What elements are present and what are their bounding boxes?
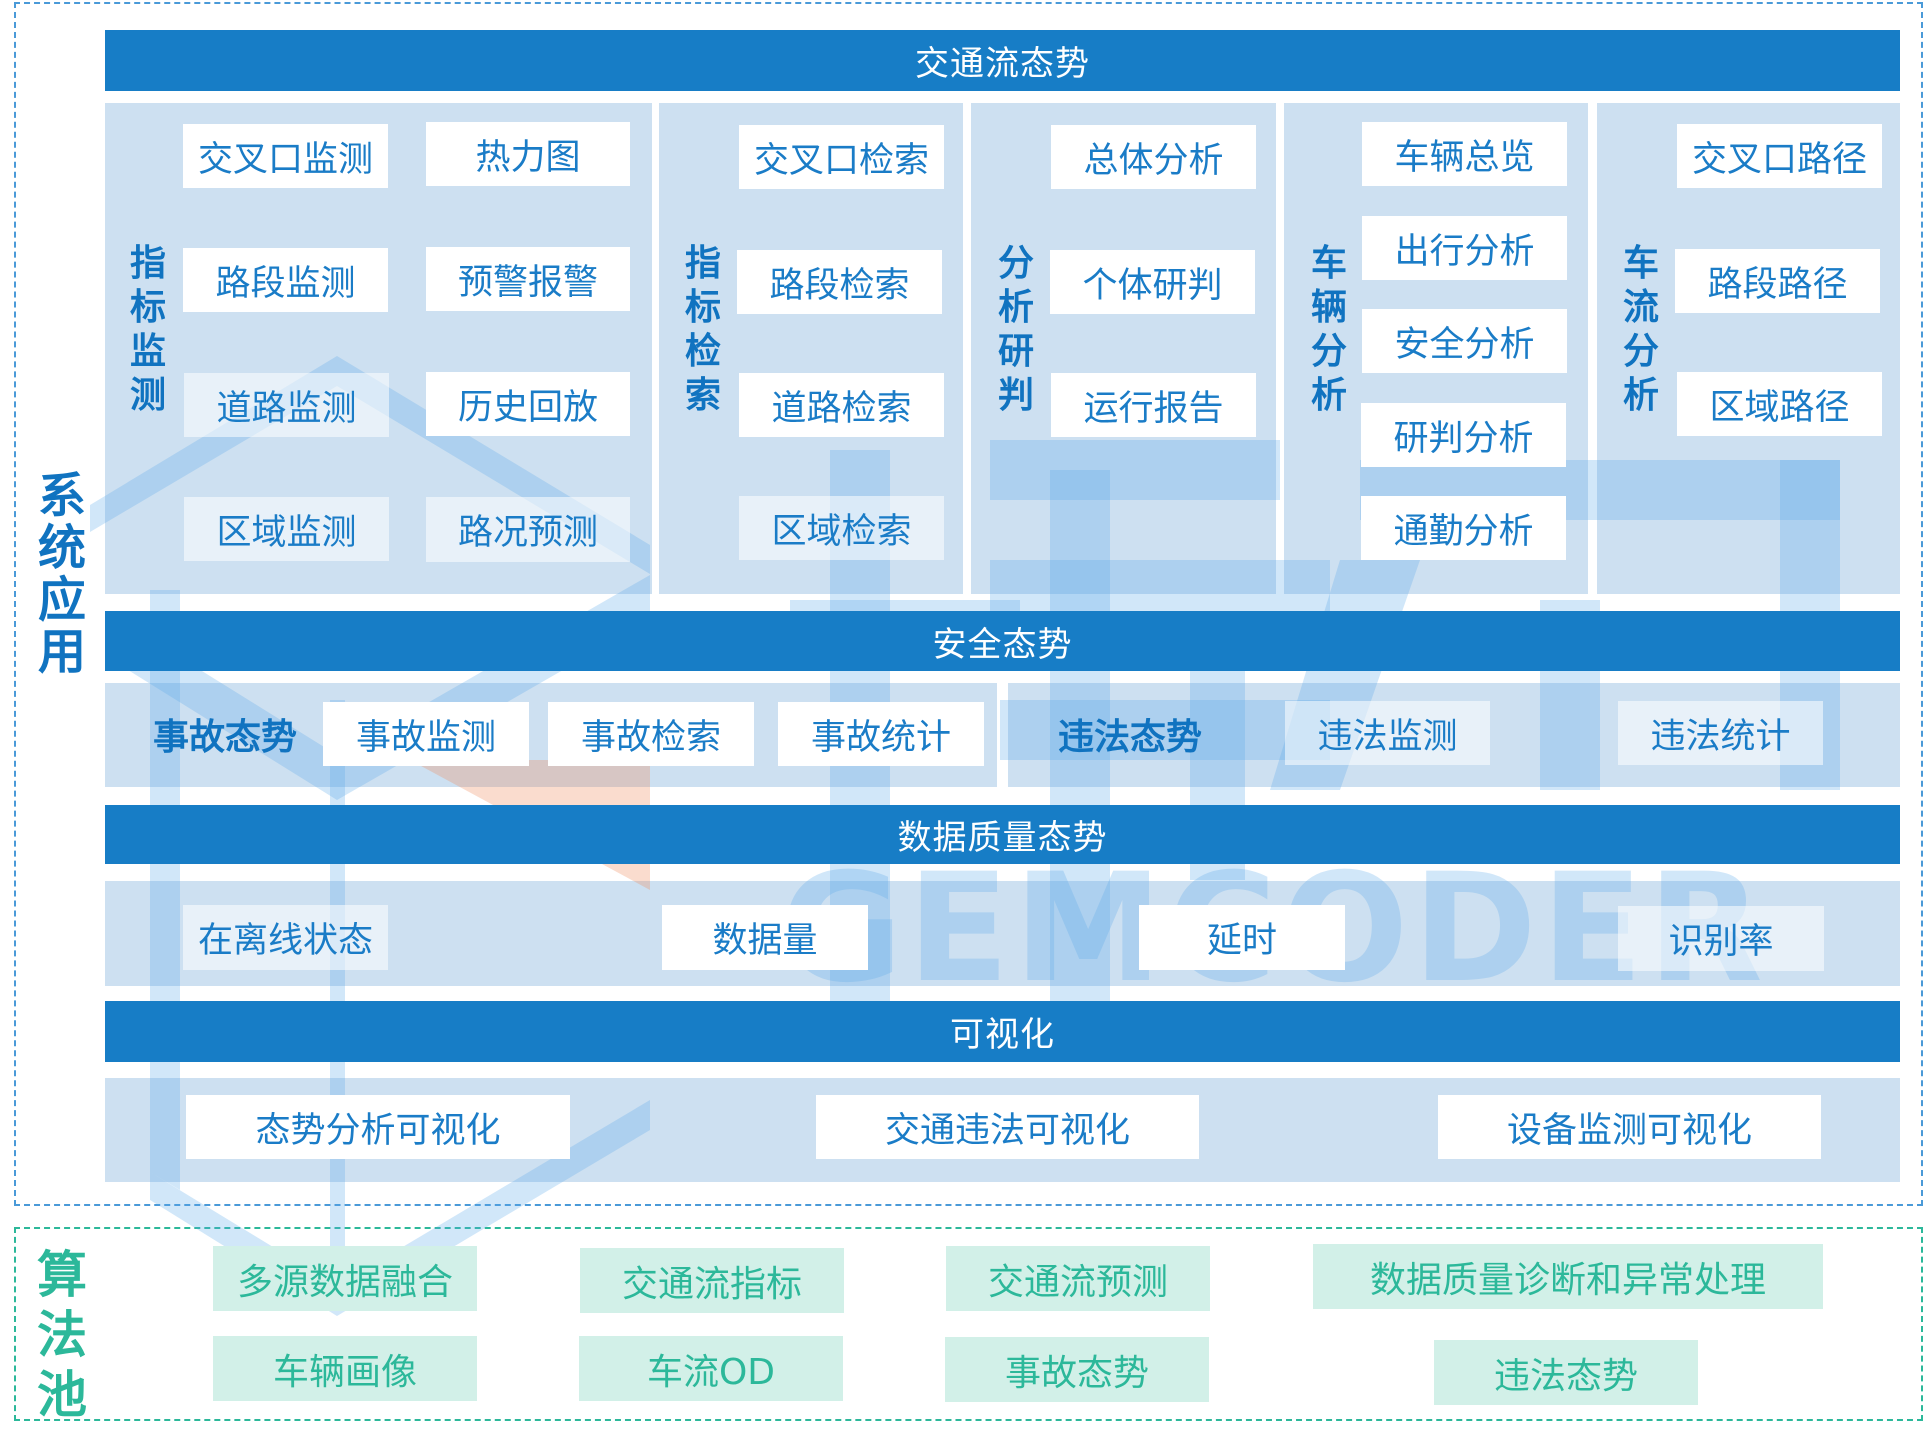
btn-recognition-rate[interactable]: 识别率 [1618,906,1824,971]
btn-judgement-analysis[interactable]: 研判分析 [1361,403,1566,467]
btn-data-volume[interactable]: 数据量 [662,905,868,970]
group-label-vehicle-analysis: 车辆分析 [1310,243,1347,416]
algo-vehicle-profile[interactable]: 车辆画像 [213,1336,477,1401]
algo-data-quality-diagnosis[interactable]: 数据质量诊断和异常处理 [1313,1244,1823,1309]
btn-intersection-retrieval[interactable]: 交叉口检索 [739,125,944,189]
btn-accident-statistics[interactable]: 事故统计 [778,702,984,766]
btn-road-monitoring[interactable]: 道路监测 [184,373,389,437]
btn-trip-analysis[interactable]: 出行分析 [1362,216,1567,280]
btn-vehicle-overview[interactable]: 车辆总览 [1362,122,1567,186]
btn-violation-monitoring[interactable]: 违法监测 [1285,701,1490,765]
btn-accident-retrieval[interactable]: 事故检索 [548,702,754,766]
btn-area-retrieval[interactable]: 区域检索 [739,496,944,560]
algorithm-pool-frame [14,1227,1923,1421]
algorithm-pool-label: 算法池 [37,1246,87,1424]
btn-road-section-monitoring[interactable]: 路段监测 [183,248,388,312]
btn-history-playback[interactable]: 历史回放 [426,372,630,436]
btn-individual-judgement[interactable]: 个体研判 [1050,250,1255,314]
btn-road-section-retrieval[interactable]: 路段检索 [737,250,942,314]
btn-early-warning-alarm[interactable]: 预警报警 [426,247,630,311]
btn-operation-report[interactable]: 运行报告 [1051,373,1256,437]
algo-violation-situation[interactable]: 违法态势 [1434,1340,1698,1405]
algo-traffic-flow-index[interactable]: 交通流指标 [580,1248,844,1313]
btn-device-monitoring-visualization[interactable]: 设备监测可视化 [1438,1095,1821,1159]
btn-latency[interactable]: 延时 [1139,905,1345,970]
algo-multi-source-fusion[interactable]: 多源数据融合 [213,1246,477,1311]
algo-accident-situation[interactable]: 事故态势 [945,1337,1209,1402]
btn-overall-analysis[interactable]: 总体分析 [1051,125,1256,189]
btn-violation-statistics[interactable]: 违法统计 [1618,701,1823,765]
safety-header: 安全态势 [105,611,1900,671]
btn-accident-monitoring[interactable]: 事故监测 [323,702,529,766]
panel-data-quality [105,881,1900,986]
data-quality-header: 数据质量态势 [105,805,1900,864]
btn-road-condition-forecast[interactable]: 路况预测 [426,497,630,562]
btn-area-path[interactable]: 区域路径 [1677,372,1882,436]
btn-safety-analysis[interactable]: 安全分析 [1362,309,1567,373]
btn-intersection-path[interactable]: 交叉口路径 [1677,124,1882,188]
btn-area-monitoring[interactable]: 区域监测 [184,497,389,561]
btn-online-offline-status[interactable]: 在离线状态 [183,905,388,970]
traffic-flow-header: 交通流态势 [105,30,1900,91]
group-label-index-retrieval: 指标检索 [684,243,721,416]
btn-road-section-path[interactable]: 路段路径 [1675,249,1880,313]
data-quality-title: 数据质量态势 [897,818,1108,858]
btn-road-retrieval[interactable]: 道路检索 [739,373,944,437]
algo-traffic-od[interactable]: 车流OD [579,1336,843,1401]
visualization-header: 可视化 [105,1001,1900,1062]
btn-traffic-violation-visualization[interactable]: 交通违法可视化 [816,1095,1199,1159]
group-label-index-monitoring: 指标监测 [129,243,166,416]
btn-commute-analysis[interactable]: 通勤分析 [1361,496,1566,560]
group-label-analysis-judgement: 分析研判 [997,243,1034,416]
btn-intersection-monitoring[interactable]: 交叉口监测 [183,124,388,188]
visualization-title: 可视化 [950,1015,1055,1055]
accident-situation-label: 事故态势 [152,717,297,758]
algo-traffic-flow-forecast[interactable]: 交通流预测 [946,1246,1210,1311]
btn-situation-analysis-visualization[interactable]: 态势分析可视化 [186,1095,570,1159]
system-application-frame [14,2,1923,1206]
safety-title: 安全态势 [932,624,1073,665]
system-application-label: 系统应用 [37,468,86,680]
btn-heatmap[interactable]: 热力图 [426,122,630,186]
violation-situation-label: 违法态势 [1057,717,1202,758]
traffic-flow-title: 交通流态势 [915,44,1090,84]
group-label-traffic-flow-analysis: 车流分析 [1622,243,1659,416]
